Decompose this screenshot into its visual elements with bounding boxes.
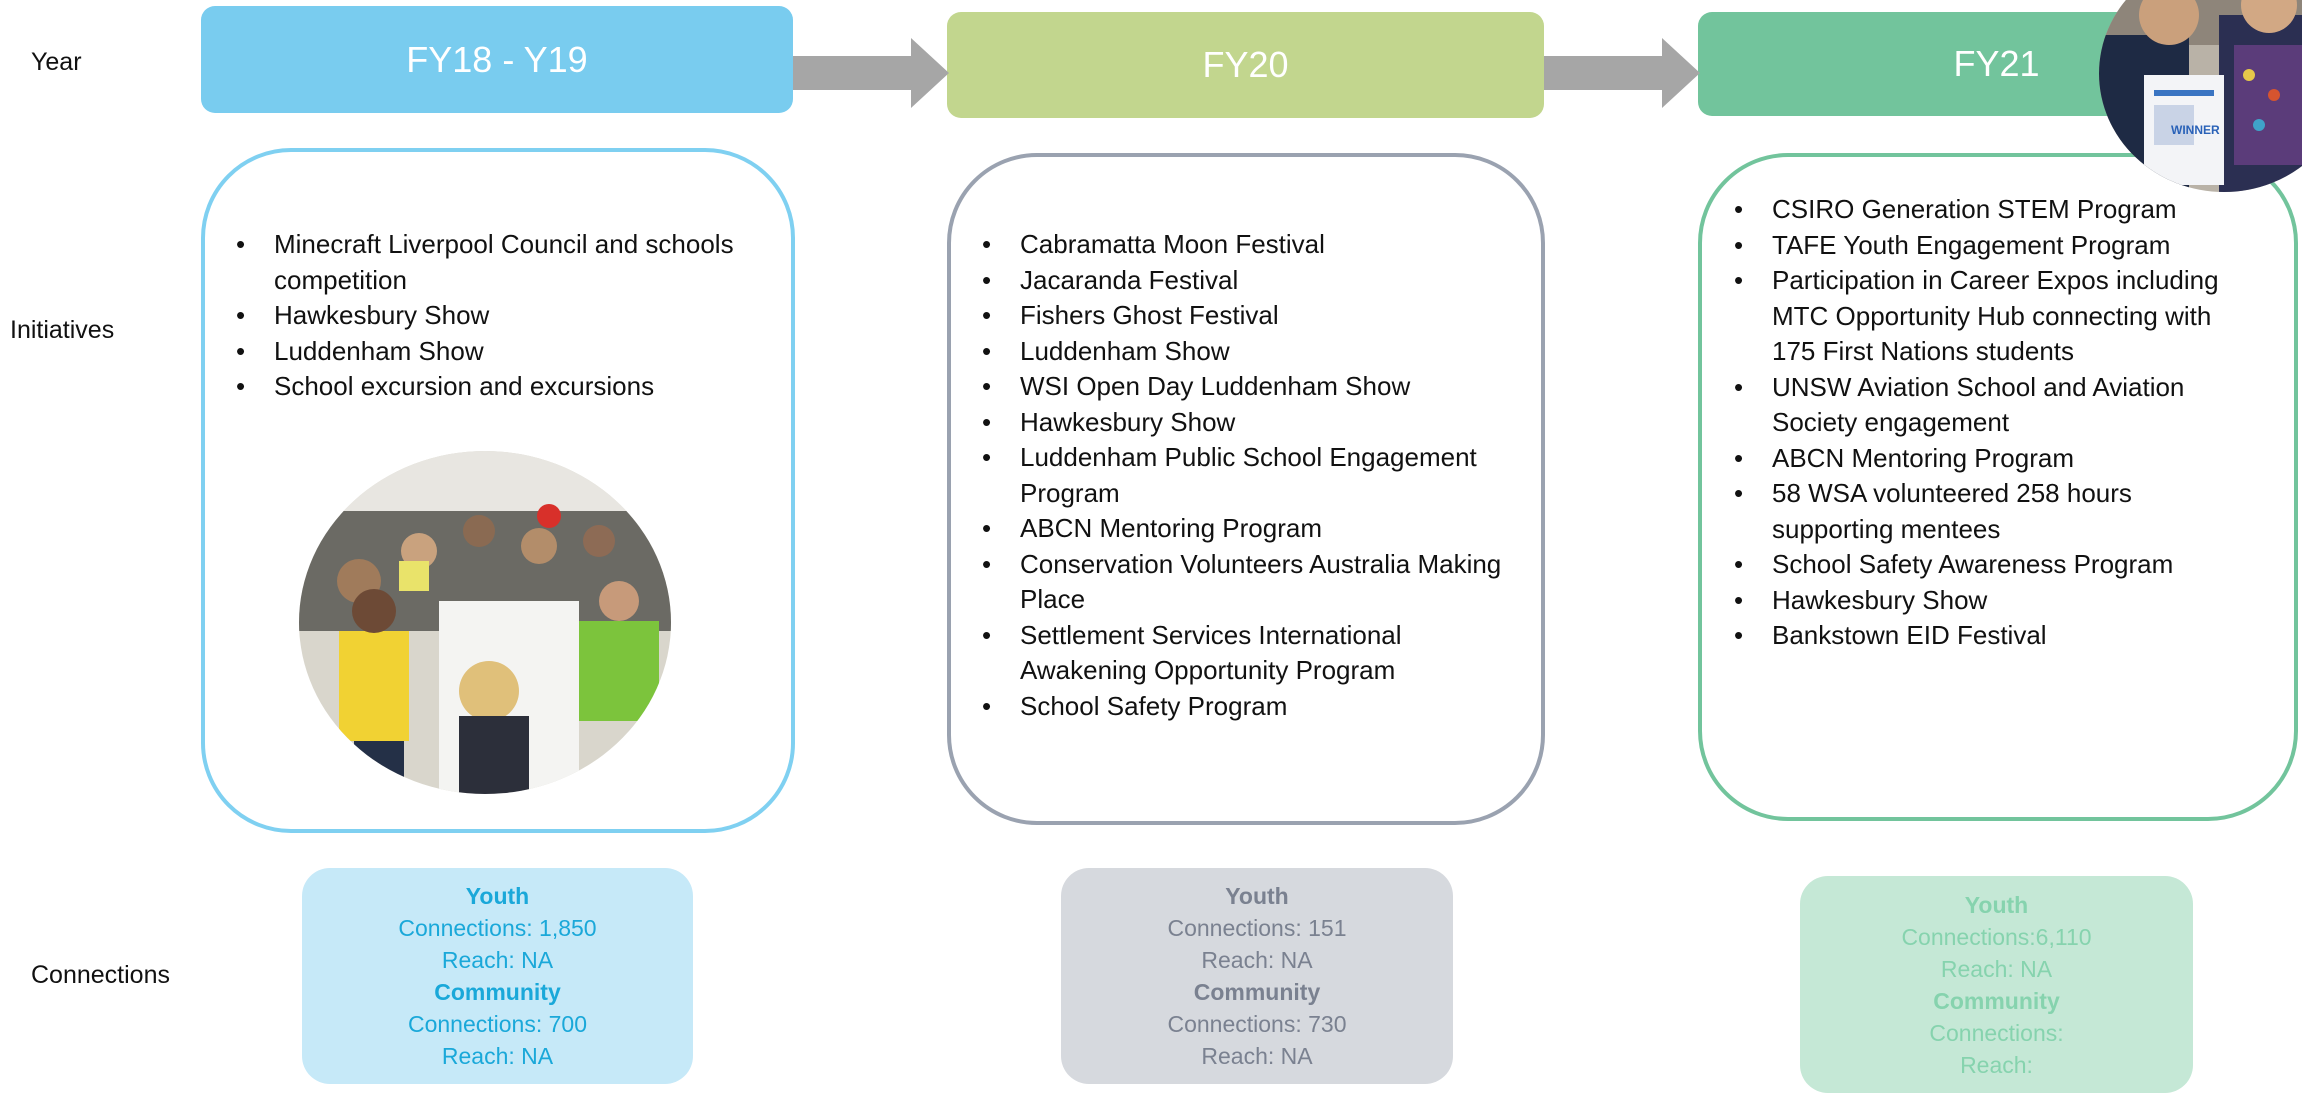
youth-reach: Reach: NA: [1940, 955, 2053, 982]
list-item: TAFE Youth Engagement Program: [1734, 228, 2254, 264]
initiatives-list-fy21: CSIRO Generation STEM Program TAFE Youth…: [1734, 192, 2254, 654]
initiatives-list-fy20: Cabramatta Moon Festival Jacaranda Festi…: [982, 227, 1512, 724]
year-header-fy19-label: FY18 - Y19: [406, 38, 588, 80]
arrow-right-icon: [1544, 38, 1700, 108]
community-event-photo: [299, 451, 671, 794]
community-connections: Connections:: [1929, 1019, 2064, 1046]
list-item: Settlement Services International Awaken…: [982, 618, 1512, 689]
community-heading: Community: [434, 979, 561, 1005]
initiatives-list-fy19: Minecraft Liverpool Council and schools …: [236, 227, 766, 405]
arrow-right-icon: [793, 38, 949, 108]
award-winner-photo: WINNER: [2099, 0, 2302, 192]
list-item: Cabramatta Moon Festival: [982, 227, 1512, 263]
community-reach: Reach: NA: [441, 1043, 554, 1069]
list-item: School Safety Program: [982, 689, 1512, 725]
connections-box-fy20: Youth Connections: 151 Reach: NA Communi…: [1061, 868, 1453, 1084]
year-header-fy21-label: FY21: [1953, 43, 2040, 84]
list-item: Minecraft Liverpool Council and schools …: [236, 227, 766, 298]
photo-illustration: [2099, 0, 2302, 192]
community-reach: Reach:: [1960, 1051, 2033, 1078]
youth-connections: Connections: 151: [1167, 915, 1347, 941]
list-item: Hawkesbury Show: [1734, 583, 2254, 619]
list-item: School excursion and excursions: [236, 369, 766, 405]
list-item: Luddenham Show: [982, 334, 1512, 370]
list-item: Bankstown EID Festival: [1734, 618, 2254, 654]
connections-box-fy19: Youth Connections: 1,850 Reach: NA Commu…: [302, 868, 693, 1084]
community-connections: Connections: 730: [1167, 1011, 1347, 1037]
youth-heading: Youth: [1225, 883, 1289, 909]
community-connections: Connections: 700: [407, 1011, 587, 1037]
list-item: Fishers Ghost Festival: [982, 298, 1512, 334]
community-heading: Community: [1933, 987, 2060, 1014]
year-header-fy20-label: FY20: [1202, 44, 1289, 85]
list-item: Luddenham Show: [236, 334, 766, 370]
list-item: Luddenham Public School Engagement Progr…: [982, 440, 1512, 511]
list-item: Hawkesbury Show: [982, 405, 1512, 441]
list-item: CSIRO Generation STEM Program: [1734, 192, 2254, 228]
youth-connections: Connections: 1,850: [398, 915, 597, 941]
youth-reach: Reach: NA: [441, 947, 554, 973]
youth-heading: Youth: [1964, 891, 2029, 918]
year-row-label: Year: [31, 48, 82, 76]
year-header-fy19: FY18 - Y19: [201, 6, 793, 113]
list-item: WSI Open Day Luddenham Show: [982, 369, 1512, 405]
community-reach: Reach: NA: [1201, 1043, 1313, 1069]
winner-caption: WINNER: [2171, 123, 2220, 137]
connections-row-label: Connections: [31, 961, 170, 989]
list-item: Hawkesbury Show: [236, 298, 766, 334]
photo-illustration: [299, 451, 671, 794]
youth-connections: Connections:6,110: [1901, 923, 2092, 950]
list-item: 58 WSA volunteered 258 hours supporting …: [1734, 476, 2254, 547]
list-item: UNSW Aviation School and Aviation Societ…: [1734, 370, 2254, 441]
list-item: ABCN Mentoring Program: [1734, 441, 2254, 477]
youth-reach: Reach: NA: [1201, 947, 1313, 973]
list-item: ABCN Mentoring Program: [982, 511, 1512, 547]
list-item: Jacaranda Festival: [982, 263, 1512, 299]
youth-heading: Youth: [465, 883, 530, 909]
initiatives-row-label: Initiatives: [10, 316, 115, 344]
list-item: Participation in Career Expos including …: [1734, 263, 2254, 370]
year-header-fy20: FY20: [947, 12, 1544, 118]
list-item: Conservation Volunteers Australia Making…: [982, 547, 1512, 618]
list-item: School Safety Awareness Program: [1734, 547, 2254, 583]
connections-box-fy21: Youth Connections:6,110 Reach: NA Commun…: [1800, 876, 2193, 1093]
community-heading: Community: [1193, 979, 1321, 1005]
